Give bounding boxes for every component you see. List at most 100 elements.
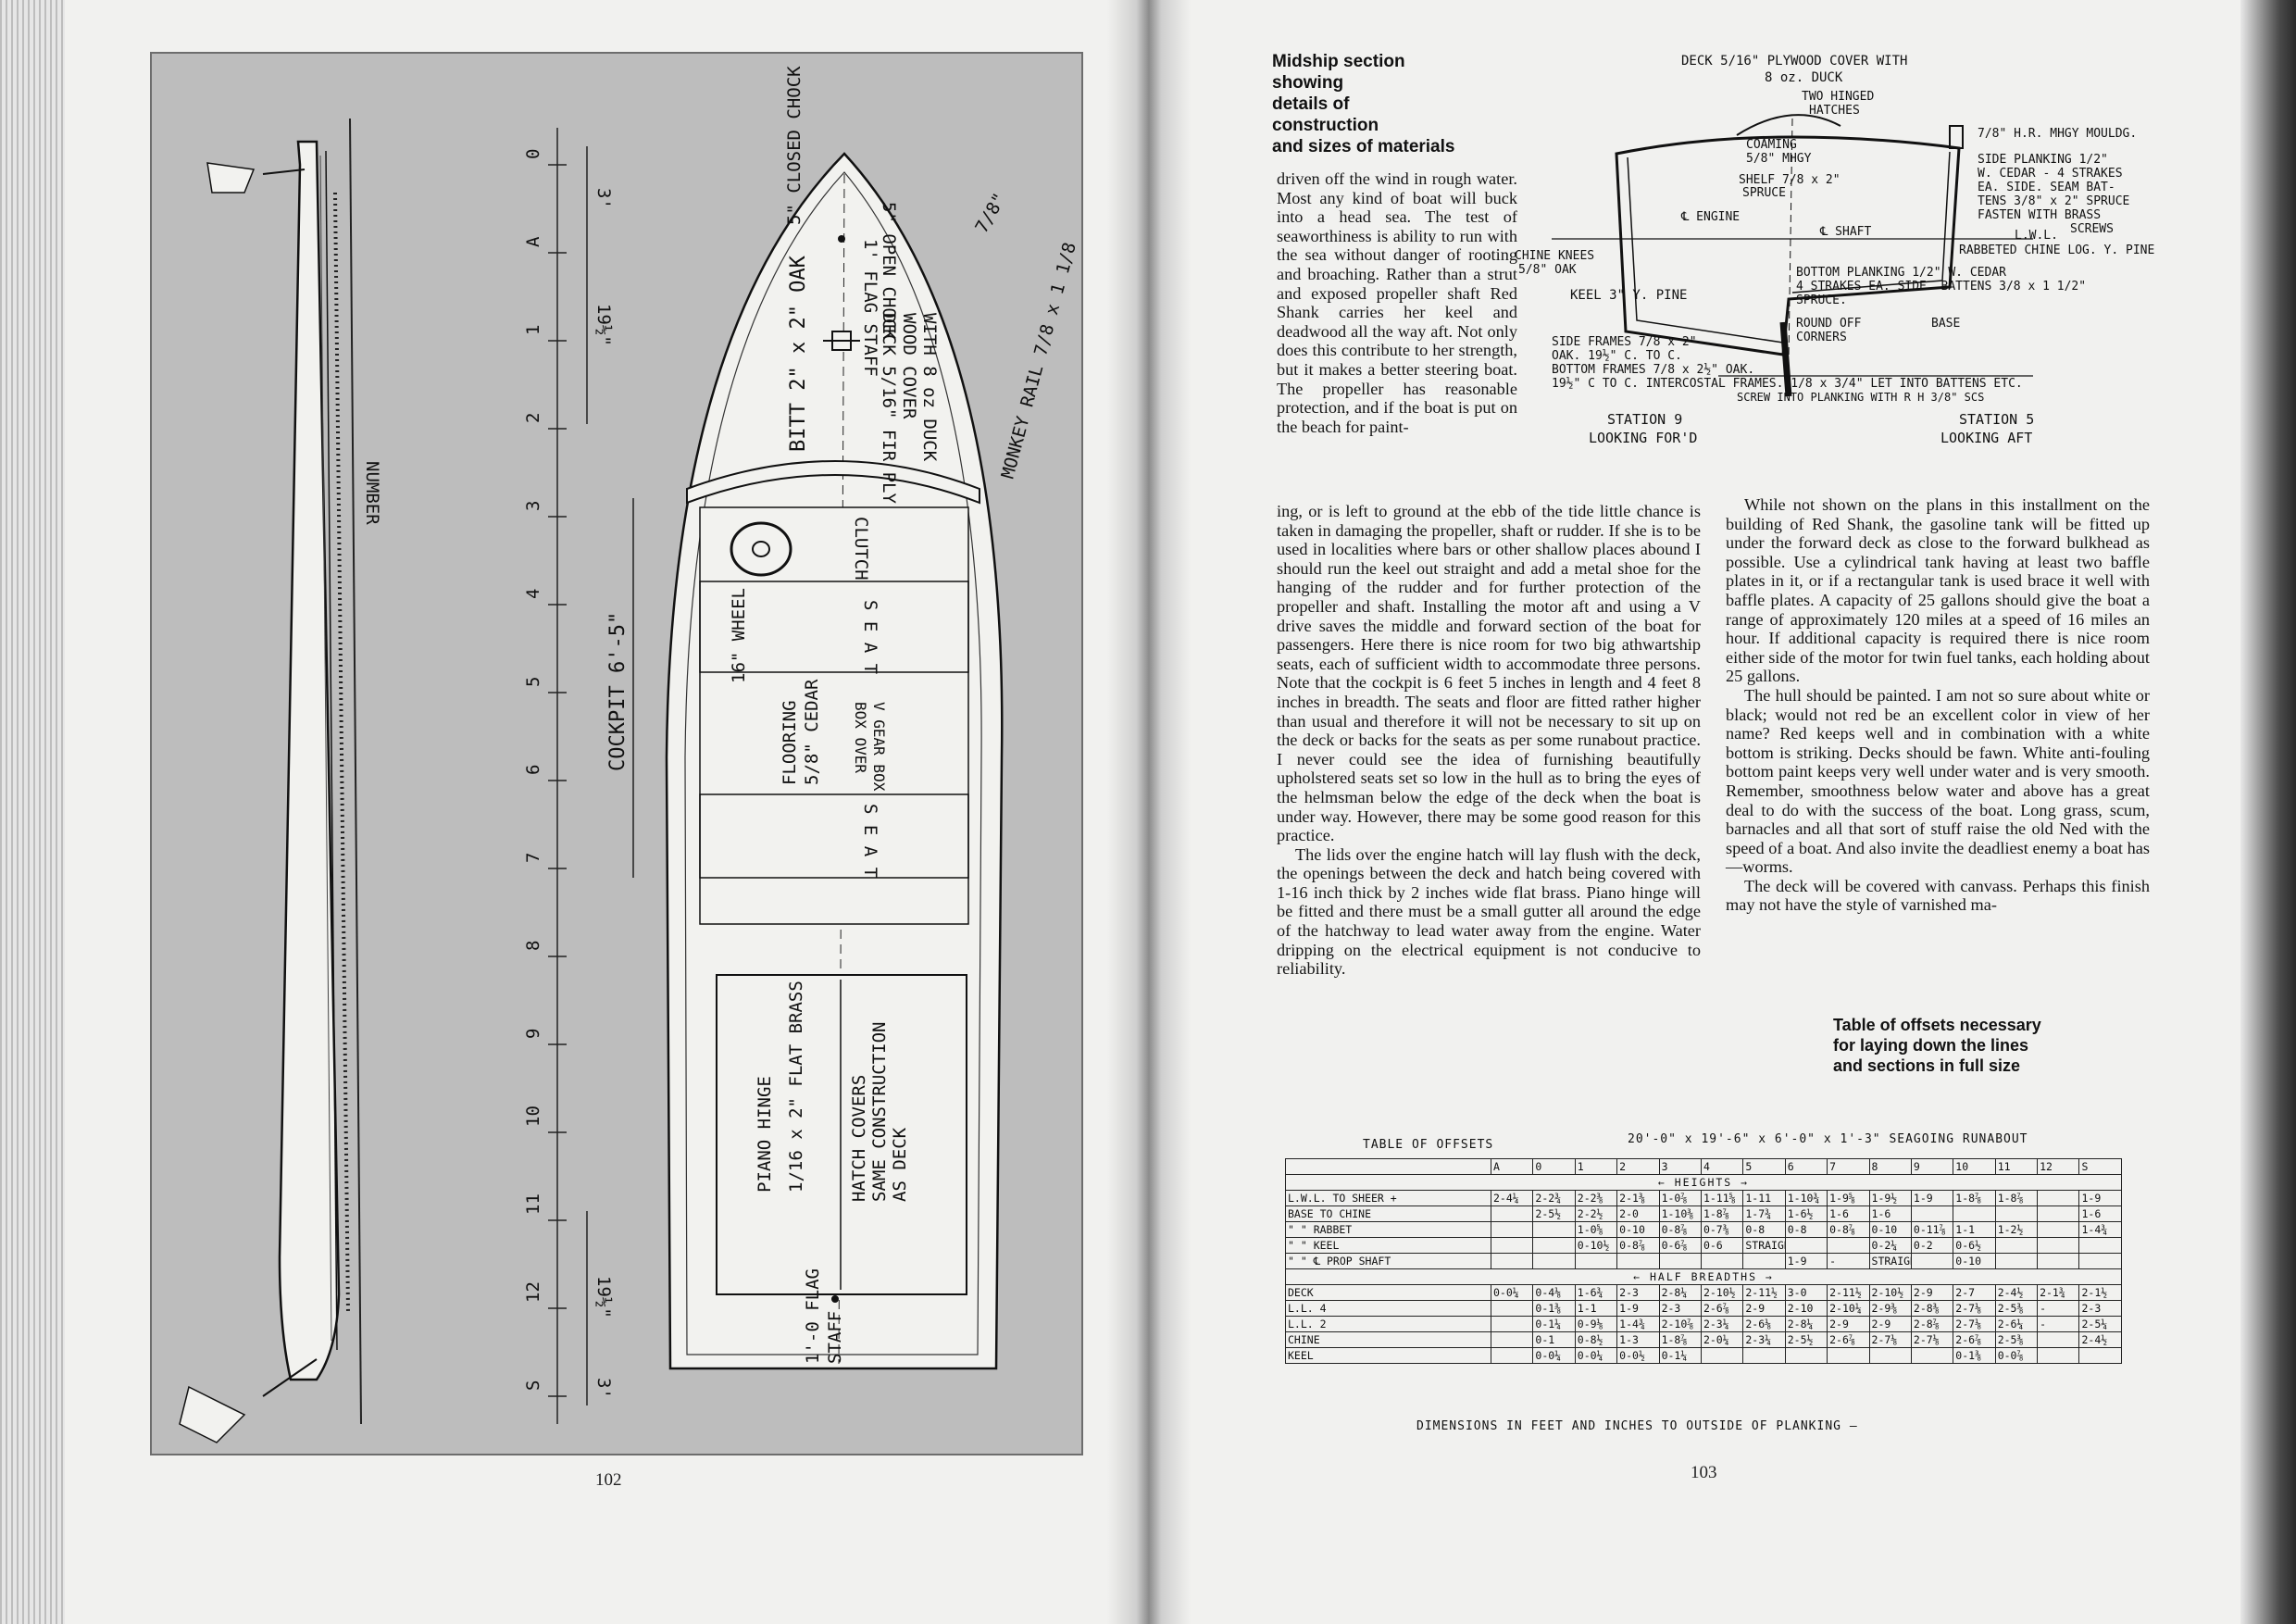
- hatch-covers-note: HATCH COVERS SAME CONSTRUCTION AS DECK: [849, 1022, 910, 1202]
- wheel-label: 16" WHEEL: [729, 588, 749, 683]
- flooring-line: FLOORING: [780, 700, 800, 785]
- offsets-subtitle: 20'-0" x 19'-6" x 6'-0" x 1'-3" SEAGOING…: [1628, 1132, 2028, 1146]
- table-cell: 2-3: [1616, 1284, 1660, 1301]
- table-cell: [2037, 1190, 2080, 1206]
- table-cell: 0-0¼: [1574, 1347, 1618, 1364]
- side-planking-line: EA. SIDE. SEAM BAT-: [1978, 181, 2115, 194]
- piano-hinge-line: PIANO HINGE: [755, 1076, 775, 1193]
- table-cell: [1658, 1253, 1702, 1269]
- coaming-label: COAMING: [1746, 138, 1797, 152]
- station-label: 4: [523, 589, 543, 599]
- table-cell: 0-1⅜: [1953, 1347, 1996, 1364]
- table-section-label: ← HEIGHTS →: [1285, 1174, 2122, 1191]
- station-9-label: LOOKING FOR'D: [1589, 430, 1697, 446]
- side-planking-line: W. CEDAR - 4 STRAKES: [1978, 167, 2123, 181]
- paragraph: ing, or is left to ground at the ebb of …: [1277, 502, 1701, 845]
- deck-note: DECK 5/16" FIR PLY WOOD COVER WITH 8 oz …: [879, 313, 940, 504]
- station-label: 10: [523, 1106, 543, 1127]
- paragraph: While not shown on the plans in this ins…: [1726, 495, 2150, 686]
- midship-caption-line: Midship section showing: [1272, 52, 1405, 93]
- table-cell: 1-9: [1784, 1253, 1828, 1269]
- table-cell: 2-7⅛: [1953, 1300, 1996, 1317]
- table-cell: 2-0: [1616, 1206, 1660, 1222]
- table-row-label: CHINE: [1285, 1331, 1491, 1348]
- deck-note-line: WITH 8 oz DUCK: [919, 313, 940, 462]
- station-label: 2: [523, 413, 543, 423]
- station-label: 12: [523, 1281, 543, 1303]
- table-cell: 2-6¼: [1994, 1316, 2039, 1332]
- table-cell: [1490, 1206, 1534, 1222]
- bitt-label: BITT 2" x 2" OAK: [787, 255, 810, 452]
- table-cell: 0-10: [1616, 1221, 1660, 1238]
- table-cell: 0-1⅜: [1532, 1300, 1576, 1317]
- side-planking-line: FASTEN WITH BRASS: [1978, 208, 2101, 222]
- table-cell: [2078, 1253, 2122, 1269]
- table-cell: 2-8¼: [1784, 1316, 1828, 1332]
- station-5-label: STATION 5: [1959, 411, 2034, 428]
- dim-stern-2-label: 19½": [593, 1276, 614, 1318]
- hatches-label: HATCHES: [1809, 104, 1860, 118]
- station-label: 5: [523, 677, 543, 687]
- piano-hinge-note: PIANO HINGE 1/16 x 2" FLAT BRASS: [755, 981, 806, 1193]
- table-cell: [1994, 1253, 2039, 1269]
- table-cell: [1700, 1253, 1744, 1269]
- table-section-label: ← HALF BREADTHS →: [1285, 1268, 2122, 1285]
- table-cell: 2-8⅜: [1910, 1300, 1954, 1317]
- table-cell: 1-11: [1742, 1190, 1786, 1206]
- table-cell: [1490, 1300, 1534, 1317]
- table-cell: 0-11⅞: [1910, 1221, 1954, 1238]
- page-number-left: 102: [595, 1470, 622, 1490]
- chine-knees-label: 5/8" OAK: [1518, 263, 1577, 277]
- table-cell: 2-8⅞: [1910, 1316, 1954, 1332]
- table-header-cell: 5: [1742, 1158, 1786, 1175]
- table-cell: 1-10⅜: [1658, 1206, 1702, 1222]
- table-cell: 1-8⅞: [1658, 1331, 1702, 1348]
- table-cell: [2078, 1237, 2122, 1254]
- table-cell: [1994, 1237, 2039, 1254]
- table-cell: [2037, 1331, 2080, 1348]
- table-cell: 2-11½: [1827, 1284, 1870, 1301]
- midship-section-drawing: DECK 5/16" PLYWOOD COVER WITH 8 oz. DUCK…: [1515, 54, 2154, 446]
- table-row-label: L.W.L. TO SHEER +: [1285, 1190, 1491, 1206]
- table-cell: 1-10¾: [1784, 1190, 1828, 1206]
- keel-label: KEEL 3" Y. PINE: [1570, 288, 1687, 303]
- table-cell: 2-3: [2078, 1300, 2122, 1317]
- table-cell: [1784, 1237, 1828, 1254]
- table-cell: 1-6: [1827, 1206, 1870, 1222]
- table-header-cell: [1285, 1158, 1491, 1175]
- deck-label: DECK 5/16" PLYWOOD COVER WITH: [1681, 54, 1907, 69]
- table-row-label: L.L. 2: [1285, 1316, 1491, 1332]
- shelf-label: SHELF 7/8 x 2": [1739, 173, 1841, 187]
- table-cell: 1-9⅝: [1827, 1190, 1870, 1206]
- table-cell: 2-6⅞: [1953, 1331, 1996, 1348]
- table-cell: 2-6⅞: [1700, 1300, 1744, 1317]
- dim-stern-label: 3': [593, 1378, 614, 1399]
- table-cell: 2-6⅛: [1742, 1316, 1786, 1332]
- table-cell: 2-9: [1910, 1284, 1954, 1301]
- table-cell: 2-6⅞: [1827, 1331, 1870, 1348]
- table-cell: 0-8: [1742, 1221, 1786, 1238]
- table-cell: [1827, 1347, 1870, 1364]
- table-cell: -: [1827, 1253, 1870, 1269]
- table-header-cell: 2: [1616, 1158, 1660, 1175]
- table-cell: 2-10: [1784, 1300, 1828, 1317]
- table-cell: 2-3¼: [1742, 1331, 1786, 1348]
- table-cell: 0-10: [1868, 1221, 1912, 1238]
- table-header-cell: 1: [1574, 1158, 1618, 1175]
- table-cell: 2-5½: [1784, 1331, 1828, 1348]
- monkey-rail-label: MONKEY RAIL 7/8 x 1 1/8: [998, 240, 1080, 481]
- paragraph: The hull should be painted. I am not so …: [1726, 685, 2150, 877]
- table-cell: 1-1: [1574, 1300, 1618, 1317]
- table-cell: 0-4⅛: [1532, 1284, 1576, 1301]
- table-cell: 2-2¾: [1532, 1190, 1576, 1206]
- table-cell: [1490, 1253, 1534, 1269]
- table-cell: 2-10½: [1700, 1284, 1744, 1301]
- offsets-table-block: TABLE OF OFFSETS 20'-0" x 19'-6" x 6'-0"…: [1283, 1132, 2122, 1433]
- table-cell: 1-11⅝: [1700, 1190, 1744, 1206]
- midship-caption-line: and sizes of materials: [1272, 137, 1455, 156]
- flag-staff-aft-line: STAFF: [825, 1311, 845, 1364]
- table-row-label: " " RABBET: [1285, 1221, 1491, 1238]
